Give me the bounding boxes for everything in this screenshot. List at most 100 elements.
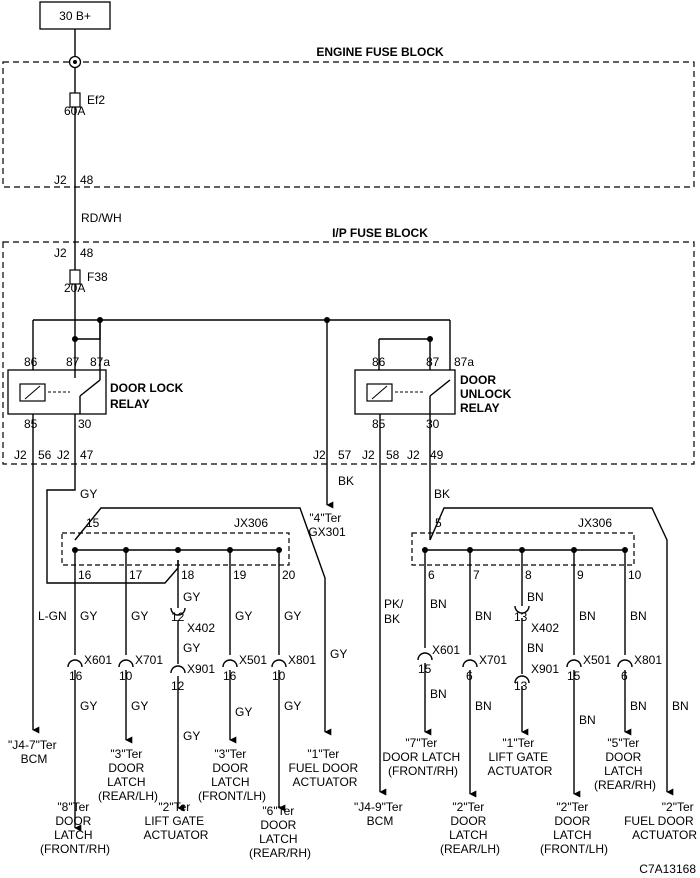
connector-x801-left-symbol bbox=[271, 659, 287, 668]
splice-jx306-left bbox=[61, 532, 290, 566]
unlock-relay-pin-87: 87 bbox=[426, 355, 440, 369]
connector-x901-right-pin: 13 bbox=[514, 679, 528, 693]
connector-x901-right-symbol bbox=[514, 675, 530, 684]
unlock-feed bbox=[429, 320, 451, 370]
ground-wire-color: BK bbox=[338, 474, 354, 488]
dest-lock-bcm: "J4-7"Ter BCM bbox=[8, 738, 60, 766]
wire-color-label: BN bbox=[475, 609, 492, 623]
ip-conn-pin: 48 bbox=[80, 246, 94, 260]
unlock-relay-pin-30: 30 bbox=[426, 417, 440, 431]
feed-junction bbox=[72, 336, 78, 342]
dest-lock-front-lh: "3"Ter DOOR LATCH (FRONT/LH) bbox=[198, 747, 266, 803]
wire-color-label: BN bbox=[475, 699, 492, 713]
lock-relay-label: DOOR LOCK bbox=[110, 381, 184, 395]
wire-color-label: BN bbox=[430, 687, 447, 701]
lock-output-wire-color: GY bbox=[80, 487, 97, 501]
splice-jx306-right-in-pin: 5 bbox=[435, 516, 442, 530]
splice-jx306-left-in-pin: 15 bbox=[86, 516, 100, 530]
feed-wire-color: RD/WH bbox=[81, 211, 122, 225]
ip-conn-label: J2 bbox=[54, 246, 67, 260]
dest-lock-lift-gate: "2"Ter LIFT GATE ACTUATOR bbox=[144, 800, 209, 842]
connector-x501-right-pin: 15 bbox=[567, 669, 581, 683]
splice-left-pin: 17 bbox=[129, 568, 143, 582]
wire-color-label: BN bbox=[579, 713, 596, 727]
conn-j2-49: J2 bbox=[407, 448, 420, 462]
connector-x701-left-name: X701 bbox=[135, 653, 163, 667]
power-source-label: 30 B+ bbox=[59, 9, 91, 23]
door-lock-relay-coil-slash bbox=[24, 385, 41, 400]
wire-color-label: BN bbox=[430, 597, 447, 611]
wire-color-label: GY bbox=[80, 699, 97, 713]
connector-x402-right-symbol bbox=[514, 605, 530, 614]
connector-x701-left-symbol bbox=[118, 659, 134, 668]
lock-bcm-wire-color: L-GN bbox=[38, 609, 67, 623]
wire-color-label: GY bbox=[330, 647, 347, 661]
connector-x801-left-pin: 10 bbox=[272, 669, 286, 683]
dest-unlock-bcm: "J4-9"Ter BCM bbox=[354, 800, 406, 828]
dest-lock-rear-lh: "3"Ter DOOR LATCH (REAR/LH) bbox=[98, 747, 158, 803]
connector-x801-right-name: X801 bbox=[634, 653, 662, 667]
splice-jx306-right-name: JX306 bbox=[578, 516, 612, 530]
wire-color-label: GY bbox=[131, 609, 148, 623]
power-source-box bbox=[39, 1, 111, 30]
wire-color-label: GY bbox=[284, 609, 301, 623]
dest-lock-rear-rh: "6"Ter DOOR LATCH (REAR/RH) bbox=[249, 804, 311, 860]
connector-x901-left-symbol bbox=[170, 665, 186, 674]
splice-jx306-left-name: JX306 bbox=[234, 516, 268, 530]
wire-color-label: GY bbox=[235, 705, 252, 719]
connector-x801-left-name: X801 bbox=[288, 653, 316, 667]
wire-color-label: GY bbox=[183, 590, 200, 604]
connector-x501-left-name: X501 bbox=[239, 653, 267, 667]
dest-unlock-rear-lh: "2"Ter DOOR LATCH (REAR/LH) bbox=[440, 800, 500, 856]
unlock-relay-pin-86: 86 bbox=[372, 355, 386, 369]
wire-color-label: GY bbox=[131, 699, 148, 713]
unlock-relay-label: UNLOCK bbox=[460, 387, 512, 401]
dest-unlock-fuel-door: "2"Ter FUEL DOOR ACTUATOR bbox=[624, 800, 697, 842]
unlock-relay-pin-85: 85 bbox=[372, 417, 386, 431]
connector-x801-right-pin: 6 bbox=[621, 669, 628, 683]
conn-j2-58: J2 bbox=[362, 448, 375, 462]
connector-x901-left-pin: 12 bbox=[171, 679, 185, 693]
connector-x901-left-name: X901 bbox=[187, 662, 215, 676]
unlock-junction bbox=[427, 336, 433, 342]
unlock-output-wire-color: BK bbox=[434, 487, 450, 501]
engine-conn-label: J2 bbox=[54, 173, 67, 187]
connector-x501-right-symbol bbox=[566, 659, 582, 668]
conn-j2-56: J2 bbox=[14, 448, 27, 462]
conn-j2-47: J2 bbox=[57, 448, 70, 462]
dest-unlock-lift-gate: "1"Ter LIFT GATE ACTUATOR bbox=[488, 736, 553, 778]
connector-x501-left-pin: 16 bbox=[223, 669, 237, 683]
connector-x601-right-symbol bbox=[417, 652, 433, 661]
connector-x402-left-pin: 12 bbox=[171, 610, 185, 624]
wire-color-label: BN bbox=[579, 609, 596, 623]
unlock-86-link bbox=[378, 338, 430, 370]
wire-color-label: GY bbox=[183, 729, 200, 743]
wire-color-label: BN bbox=[630, 699, 647, 713]
connector-x601-left-pin: 16 bbox=[69, 669, 83, 683]
conn-j2-47-pin: 47 bbox=[80, 448, 94, 462]
connector-x402-right-pin: 13 bbox=[514, 610, 528, 624]
connector-x402-left-symbol bbox=[170, 607, 186, 616]
splice-right-pin: 6 bbox=[428, 568, 435, 582]
lock-relay-pin-86: 86 bbox=[24, 355, 38, 369]
lock-relay-label: RELAY bbox=[110, 397, 150, 411]
dest-unlock-front-rh: "7"Ter DOOR LATCH (FRONT/RH) bbox=[382, 736, 463, 778]
dest-unlock-rear-rh: "5"Ter DOOR LATCH (REAR/RH) bbox=[594, 736, 656, 792]
wire-color-label: BN bbox=[672, 699, 689, 713]
connector-x901-right-name: X901 bbox=[531, 662, 559, 676]
unlock-relay-label: RELAY bbox=[460, 401, 500, 415]
lock-fuel-door-wire bbox=[74, 507, 332, 736]
splice-left-pin: 20 bbox=[282, 568, 296, 582]
ip-fuse-block-frame bbox=[2, 241, 695, 465]
engine-fuse-block-frame bbox=[2, 61, 695, 188]
unlock-fuel-door-wire bbox=[429, 507, 674, 796]
figure-code: C7A13168 bbox=[639, 862, 696, 876]
dest-ground: "4"Ter GX301 bbox=[308, 511, 346, 539]
wire-color-label: GY bbox=[284, 699, 301, 713]
conn-j2-58-pin: 58 bbox=[386, 448, 400, 462]
lock-relay-pin-30: 30 bbox=[78, 417, 92, 431]
ip-fuse-block-title: I/P FUSE BLOCK bbox=[332, 226, 428, 240]
splice-left-pin: 18 bbox=[181, 568, 195, 582]
splice-left-pin: 19 bbox=[233, 568, 247, 582]
